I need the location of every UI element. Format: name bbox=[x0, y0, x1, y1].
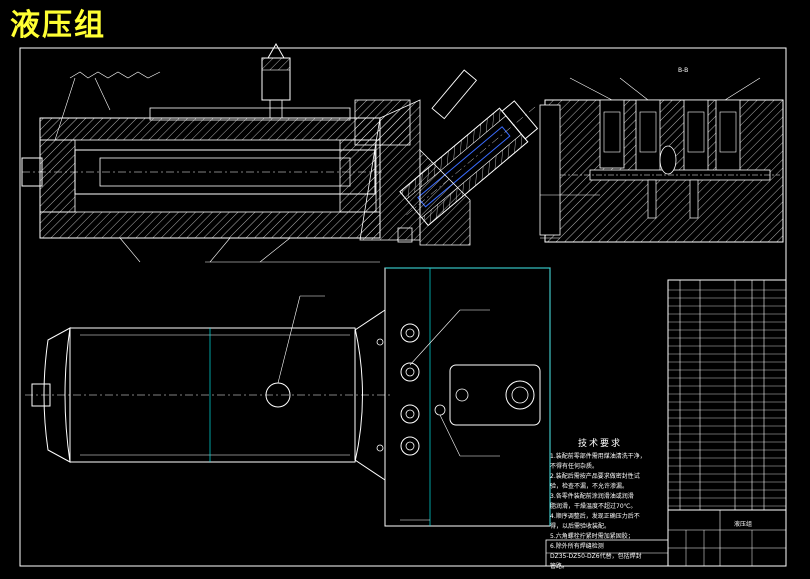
requirement-line: 脂润滑，干燥温度不超过70℃。 bbox=[550, 503, 637, 510]
requirement-line: DZ35-DZ50-DZ6代替，包括焊封 bbox=[550, 553, 642, 560]
tech-requirements-heading: 技术要求 bbox=[578, 439, 623, 449]
requirement-line: 6.除外所有焊缝检测 bbox=[550, 543, 604, 550]
tech-requirements-list: 1.装配前零部件需用煤油清洗干净， 不得有任何杂质。 2.装配后需按产品要求做密… bbox=[550, 452, 675, 572]
requirement-line: 2.装配后需按产品要求做密封性试 bbox=[550, 473, 640, 480]
requirement-line: 验，检查不漏，不允许渗漏。 bbox=[550, 483, 629, 490]
requirement-line: 1.装配前零部件需用煤油清洗干净， bbox=[550, 453, 646, 460]
title-block-name: 液压组 bbox=[734, 521, 753, 528]
requirement-line: 管路。 bbox=[550, 563, 569, 570]
parts-list-table bbox=[545, 279, 787, 567]
drawing-title: 液压组 bbox=[10, 8, 106, 43]
requirement-line: 得，以后需验收装配。 bbox=[550, 523, 611, 530]
requirement-line: 5.六角螺栓拧紧时需加紧固胶； bbox=[550, 533, 634, 540]
requirement-line: 不得有任何杂质。 bbox=[550, 463, 599, 470]
section-label: B-B bbox=[678, 67, 689, 74]
requirement-line: 4.顺序调整后，发现正确压力后不 bbox=[550, 513, 640, 520]
section-view-cylinder bbox=[21, 42, 539, 263]
requirement-line: 3.各零件装配前涂润滑油或润滑 bbox=[550, 493, 634, 500]
side-view-cylinder bbox=[25, 267, 551, 527]
section-view-bb bbox=[539, 77, 784, 243]
